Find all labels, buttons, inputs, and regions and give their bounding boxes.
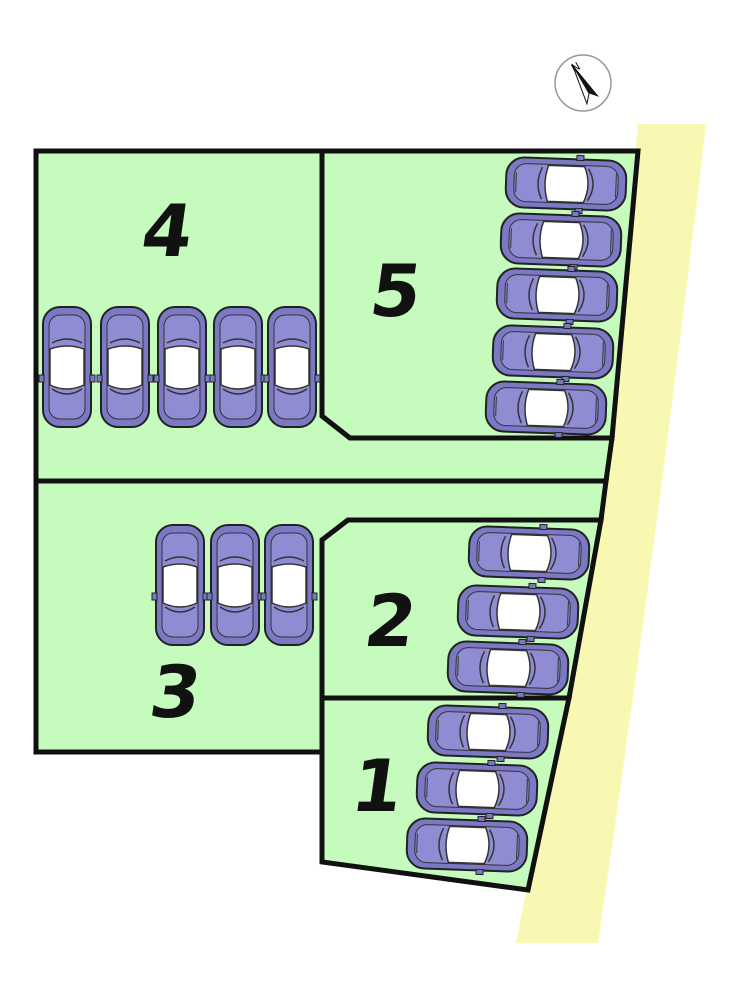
- lot-3-cars: [151, 524, 318, 646]
- car-icon: [260, 524, 318, 646]
- lot-1-label: 1: [346, 745, 408, 829]
- car-icon: [151, 524, 209, 646]
- lot-5-label: 5: [365, 250, 427, 334]
- car-icon: [484, 375, 608, 441]
- compass: N: [554, 54, 612, 112]
- lot-4-cars: [38, 306, 321, 428]
- car-icon: [499, 207, 623, 273]
- car-icon: [426, 699, 550, 765]
- car-icon: [206, 524, 264, 646]
- car-icon: [491, 319, 615, 385]
- car-icon: [405, 812, 529, 878]
- car-icon: [415, 756, 539, 822]
- lot-4-label: 4: [136, 190, 198, 274]
- car-icon: [38, 306, 96, 428]
- lot-3-label: 3: [145, 651, 207, 735]
- car-icon: [456, 579, 580, 645]
- car-icon: [96, 306, 154, 428]
- car-icon: [153, 306, 211, 428]
- lot-1-cars: [405, 699, 550, 878]
- car-icon: [467, 520, 591, 586]
- north-arrow-icon: [571, 63, 600, 106]
- car-icon: [504, 151, 628, 217]
- lot-2-label: 2: [360, 580, 422, 664]
- car-icon: [209, 306, 267, 428]
- road-strip: [516, 124, 706, 943]
- car-icon: [495, 262, 619, 328]
- car-icon: [446, 635, 570, 701]
- lot-5-cars: [484, 151, 628, 441]
- car-icon: [263, 306, 321, 428]
- lot-2-cars: [446, 520, 591, 701]
